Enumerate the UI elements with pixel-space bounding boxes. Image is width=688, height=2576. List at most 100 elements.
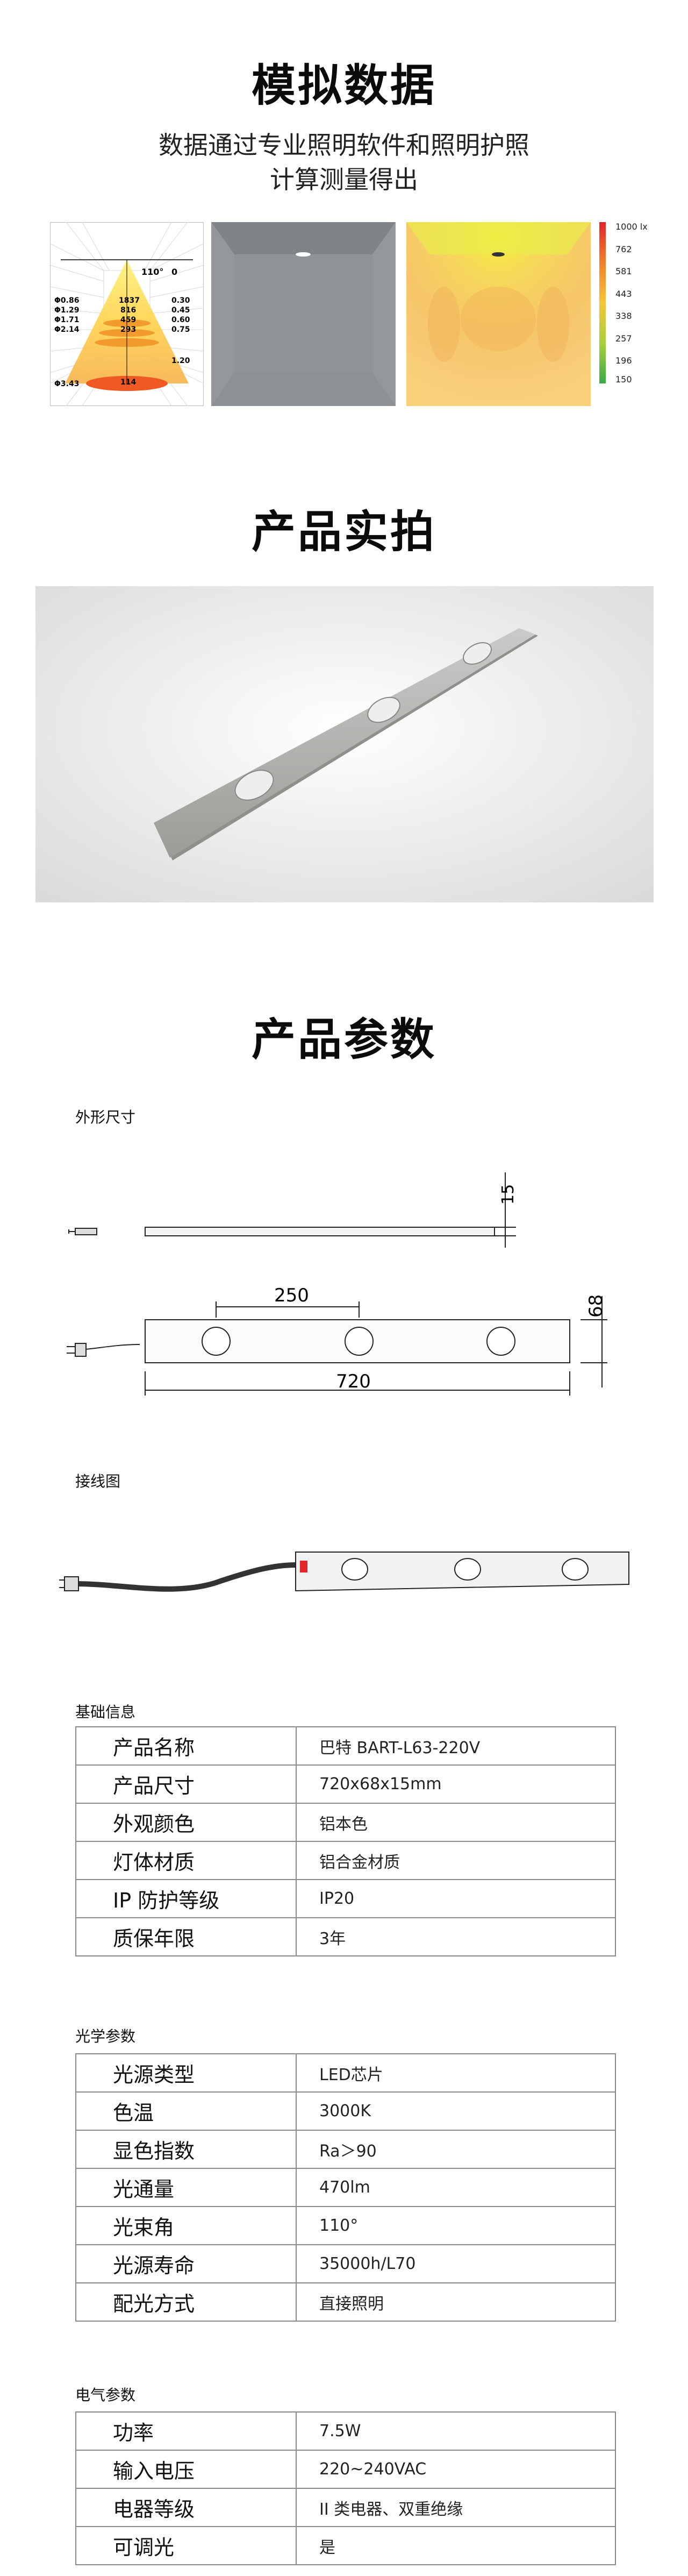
phi-3: Φ1.71 bbox=[54, 316, 79, 324]
table-key: 输入电压 bbox=[75, 2450, 297, 2489]
sim-desc-line2: 计算测量得出 bbox=[270, 165, 418, 194]
dist-4: 0.75 bbox=[171, 325, 190, 334]
scale-v6: 196 bbox=[615, 355, 632, 366]
sim-title: 模拟数据 bbox=[251, 60, 436, 111]
table-value: 110° bbox=[296, 2206, 616, 2245]
lux-2: 816 bbox=[120, 306, 136, 315]
dim-length: 720 bbox=[336, 1371, 371, 1392]
dim-spacing: 250 bbox=[274, 1285, 309, 1306]
dist-3: 0.60 bbox=[171, 316, 190, 324]
dist-1: 0.30 bbox=[171, 296, 190, 305]
table-value: 7.5W bbox=[296, 2411, 616, 2451]
table-key: 电器等级 bbox=[75, 2488, 297, 2527]
table-row: 产品名称巴特 BART-L63-220V bbox=[75, 1726, 616, 1766]
table-row: 外观颜色铝本色 bbox=[75, 1803, 616, 1842]
table-key: 光通量 bbox=[75, 2168, 297, 2207]
table-key: 光源类型 bbox=[75, 2053, 297, 2093]
outline-label: 外形尺寸 bbox=[75, 1108, 136, 1126]
table-key: 显色指数 bbox=[75, 2130, 297, 2169]
phi-4: Φ2.14 bbox=[54, 325, 80, 334]
dim-height: 15 bbox=[499, 1184, 518, 1205]
lux-3: 459 bbox=[120, 316, 136, 324]
lux-1: 1837 bbox=[119, 296, 140, 305]
room-render bbox=[211, 222, 396, 406]
scale-v5: 257 bbox=[615, 333, 632, 344]
top-view-drawing: 250 720 68 bbox=[67, 1285, 607, 1396]
side-view-drawing: 15 bbox=[68, 1172, 518, 1248]
table-value: 3000K bbox=[296, 2091, 616, 2131]
phi-bottom: Φ3.43 bbox=[54, 380, 79, 388]
dist-2: 0.45 bbox=[171, 306, 190, 315]
product-photo bbox=[35, 586, 654, 902]
table-key: 产品名称 bbox=[75, 1726, 297, 1766]
scale-v7: 150 bbox=[615, 374, 632, 383]
table-key: 功率 bbox=[75, 2411, 297, 2451]
phi-2: Φ1.29 bbox=[54, 306, 79, 315]
table-key: IP 防护等级 bbox=[75, 1879, 297, 1918]
electrical-label: 电气参数 bbox=[75, 2386, 136, 2404]
light-cone-diagram: 110° 0 Φ0.86 Φ1.29 Φ1.71 Φ2.14 Φ3.43 183… bbox=[50, 222, 204, 406]
table-value: Ra＞90 bbox=[296, 2130, 616, 2169]
optical-label: 光学参数 bbox=[75, 2027, 136, 2045]
params-title: 产品参数 bbox=[251, 1014, 436, 1065]
basic-label: 基础信息 bbox=[75, 1703, 136, 1721]
lux-color-scale: 1000 lx 762 581 443 338 257 196 150 bbox=[599, 222, 648, 383]
table-value: 720x68x15mm bbox=[296, 1764, 616, 1804]
sim-desc-line1: 数据通过专业照明软件和照明护照 bbox=[159, 131, 529, 160]
table-value: 3年 bbox=[296, 1917, 616, 1956]
table-key: 光束角 bbox=[75, 2206, 297, 2245]
table-key: 色温 bbox=[75, 2091, 297, 2131]
table-key: 可调光 bbox=[75, 2526, 297, 2565]
phi-1: Φ0.86 bbox=[54, 296, 79, 305]
cone-zero: 0 bbox=[171, 267, 177, 277]
scale-unit: 1000 lx bbox=[615, 222, 648, 232]
table-value: 470lm bbox=[296, 2168, 616, 2207]
table-value: 巴特 BART-L63-220V bbox=[296, 1726, 616, 1766]
table-row: 配光方式直接照明 bbox=[75, 2282, 616, 2322]
table-row: 灯体材质铝合金材质 bbox=[75, 1841, 616, 1880]
table-value: II 类电器、双重绝缘 bbox=[296, 2488, 616, 2527]
table-value: 铝本色 bbox=[296, 1803, 616, 1842]
table-key: 光源寿命 bbox=[75, 2244, 297, 2283]
table-row: 可调光是 bbox=[75, 2526, 616, 2565]
dim-width: 68 bbox=[585, 1294, 607, 1318]
table-value: 220~240VAC bbox=[296, 2450, 616, 2489]
scale-v1: 762 bbox=[615, 244, 632, 254]
table-value: 是 bbox=[296, 2526, 616, 2565]
wiring-label: 接线图 bbox=[75, 1472, 121, 1490]
table-key: 配光方式 bbox=[75, 2282, 297, 2322]
table-key: 外观颜色 bbox=[75, 1803, 297, 1842]
table-value: LED芯片 bbox=[296, 2053, 616, 2093]
table-value: 铝合金材质 bbox=[296, 1841, 616, 1880]
table-key: 灯体材质 bbox=[75, 1841, 297, 1880]
table-value: 直接照明 bbox=[296, 2282, 616, 2322]
wiring-diagram bbox=[59, 1552, 629, 1592]
scale-v2: 581 bbox=[615, 266, 632, 276]
dist-bottom: 1.20 bbox=[171, 357, 190, 365]
photo-title: 产品实拍 bbox=[251, 507, 436, 558]
table-value: 35000h/L70 bbox=[296, 2244, 616, 2283]
false-color-render bbox=[406, 222, 591, 406]
scale-v4: 338 bbox=[615, 311, 632, 321]
table-key: 质保年限 bbox=[75, 1917, 297, 1956]
cone-angle: 110° bbox=[141, 267, 163, 277]
scale-v3: 443 bbox=[615, 289, 632, 299]
table-key: 产品尺寸 bbox=[75, 1764, 297, 1804]
lux-bottom: 114 bbox=[120, 378, 136, 387]
lux-4: 293 bbox=[120, 325, 136, 334]
table-value: IP20 bbox=[296, 1879, 616, 1918]
